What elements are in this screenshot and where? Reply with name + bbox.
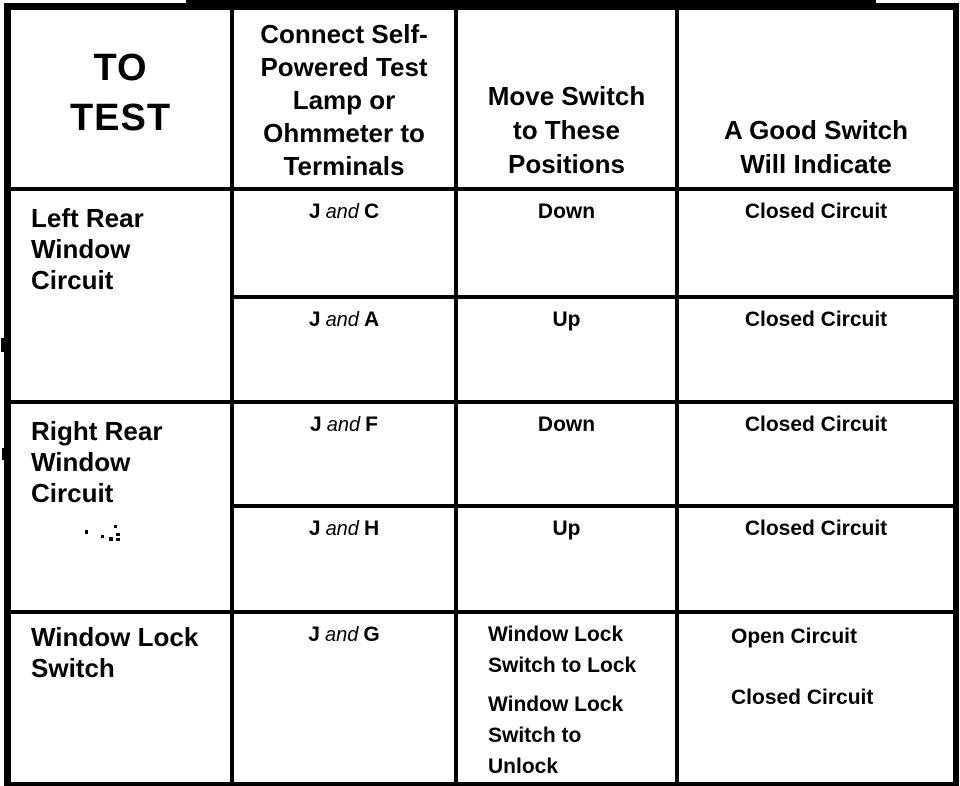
terminal-conjunction: and (326, 413, 361, 436)
test-label-line: Circuit (31, 264, 114, 295)
terminal-conjunction: and (325, 308, 359, 331)
header-move-switch: Move Switch to These Positions (454, 4, 679, 191)
header-line: Terminals (283, 151, 405, 181)
position-entry-unlock: Window Lock Switch to Unlock (488, 692, 624, 778)
header-line: A Good Switch (724, 114, 908, 145)
position-cell: Down (454, 399, 679, 508)
result-cell-multi: Open Circuit Closed Circuit (675, 609, 958, 786)
header-line: Lamp or (292, 85, 396, 115)
header-line: TEST (69, 97, 172, 140)
terminal-a: J (308, 199, 321, 223)
header-line: Connect Self- (260, 19, 428, 49)
header-to-test: TO TEST (5, 4, 234, 191)
header-line: Positions (507, 148, 625, 179)
header-good-switch: A Good Switch Will Indicate (675, 4, 958, 191)
terminal-a: J (308, 622, 320, 646)
result-cell: Closed Circuit (675, 186, 958, 299)
test-cell-left-rear: Left Rear Window Circuit (5, 186, 234, 404)
terminal-conjunction: and (325, 200, 359, 223)
test-label-line: Right Rear (31, 415, 163, 446)
terminal-b: A (363, 307, 380, 331)
test-label-line: Left Rear (31, 202, 144, 233)
header-line: TO (93, 47, 148, 90)
position-cell: Down (454, 186, 679, 299)
terminal-a: J (310, 412, 322, 436)
test-label-line: Switch (31, 652, 115, 683)
position-cell-multi: Window Lock Switch to Lock Window Lock S… (454, 609, 679, 786)
result-cell: Closed Circuit (675, 399, 958, 508)
header-line: Powered Test (260, 52, 428, 82)
test-cell-window-lock: Window Lock Switch (5, 609, 234, 786)
test-label-line: Window Lock (31, 621, 199, 652)
result-cell: Closed Circuit (675, 294, 958, 404)
test-label-line: Circuit (31, 477, 114, 508)
header-line: to These (513, 114, 620, 145)
test-label-line: Window (31, 233, 131, 264)
header-row: TO TEST Connect Self- Powered Test Lamp … (5, 4, 958, 191)
terminal-a: J (308, 307, 321, 331)
position-entry-lock: Window Lock Switch to Lock (488, 622, 637, 677)
result-entry-unlock: Closed Circuit (731, 685, 874, 709)
test-label-line: Window (31, 446, 131, 477)
terminal-b: G (363, 622, 380, 646)
terminal-b: F (365, 412, 378, 436)
terminal-conjunction: and (325, 517, 359, 540)
test-cell-right-rear: Right Rear Window Circuit (5, 399, 234, 614)
terminal-b: H (363, 516, 380, 540)
header-line: Ohmmeter to (263, 118, 425, 148)
terminal-b: C (363, 199, 380, 223)
terminal-conjunction: and (324, 623, 359, 646)
header-connect-terminals: Connect Self- Powered Test Lamp or Ohmme… (230, 4, 458, 191)
result-cell: Closed Circuit (675, 503, 958, 614)
position-cell: Up (454, 503, 679, 614)
result-entry-lock: Open Circuit (731, 624, 858, 648)
scan-artifact-top-dash (540, 0, 660, 4)
scan-artifact-top-strip (186, 0, 876, 3)
header-line: Move Switch (487, 80, 646, 111)
position-cell: Up (454, 294, 679, 404)
switch-test-table: TO TEST Connect Self- Powered Test Lamp … (4, 3, 959, 786)
header-line: Will Indicate (740, 148, 892, 179)
terminal-a: J (308, 516, 321, 540)
